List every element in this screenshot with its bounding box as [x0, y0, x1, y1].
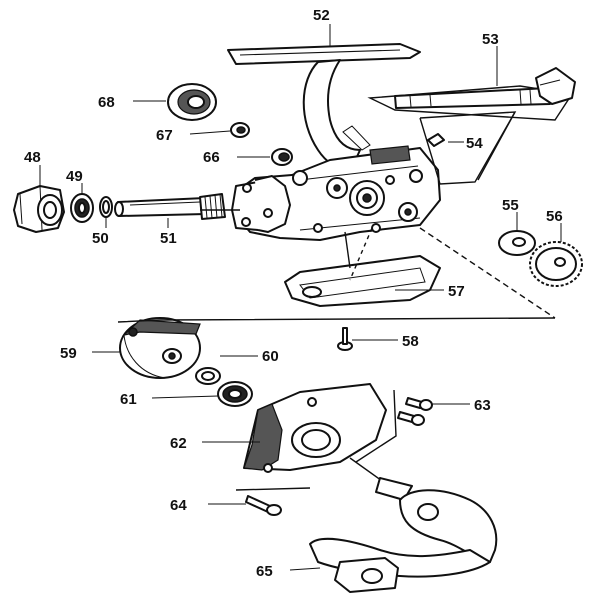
callout-62: 62	[170, 435, 187, 452]
callout-labels: 52 53 68 67 66 54 48 49 50 51 55 56 57 5…	[24, 7, 563, 580]
part-68-cap	[167, 83, 217, 121]
part-58-screw	[337, 327, 353, 351]
part-49-bearing	[70, 193, 94, 223]
part-50-washer	[99, 196, 113, 218]
callout-55: 55	[502, 197, 519, 214]
part-66-collar	[271, 148, 293, 166]
callout-63: 63	[474, 397, 491, 414]
callout-57: 57	[448, 283, 465, 300]
part-56-gear	[529, 241, 583, 287]
callout-68: 68	[98, 94, 115, 111]
callout-60: 60	[262, 348, 279, 365]
part-67-bushing	[230, 122, 250, 138]
part-62-side-cover	[243, 383, 397, 473]
leader-lines	[39, 24, 562, 571]
part-61-bearing	[217, 381, 253, 407]
part-63-screws	[397, 397, 433, 426]
callout-59: 59	[60, 345, 77, 362]
part-54-key	[419, 111, 517, 185]
callout-49: 49	[66, 168, 83, 185]
part-59-drive-gear	[117, 317, 556, 379]
callout-48: 48	[24, 149, 41, 166]
callout-58: 58	[402, 333, 419, 350]
callout-51: 51	[160, 230, 177, 247]
callout-54: 54	[466, 135, 483, 152]
part-51-pinion-gear	[114, 193, 226, 220]
callout-67: 67	[156, 127, 173, 144]
reel-body	[231, 145, 441, 241]
part-55-washer	[498, 230, 536, 256]
part-64-screw	[235, 487, 311, 516]
callout-52: 52	[313, 7, 330, 24]
callout-56: 56	[546, 208, 563, 225]
callout-53: 53	[482, 31, 499, 48]
part-60-washer	[195, 367, 221, 385]
callout-64: 64	[170, 497, 187, 514]
callout-65: 65	[256, 563, 273, 580]
callout-61: 61	[120, 391, 137, 408]
callout-50: 50	[92, 230, 109, 247]
part-65-handle	[309, 457, 498, 593]
callout-66: 66	[203, 149, 220, 166]
part-53-shaft	[367, 67, 576, 121]
part-52-reel-foot	[227, 43, 421, 170]
part-48-nut	[13, 185, 65, 233]
